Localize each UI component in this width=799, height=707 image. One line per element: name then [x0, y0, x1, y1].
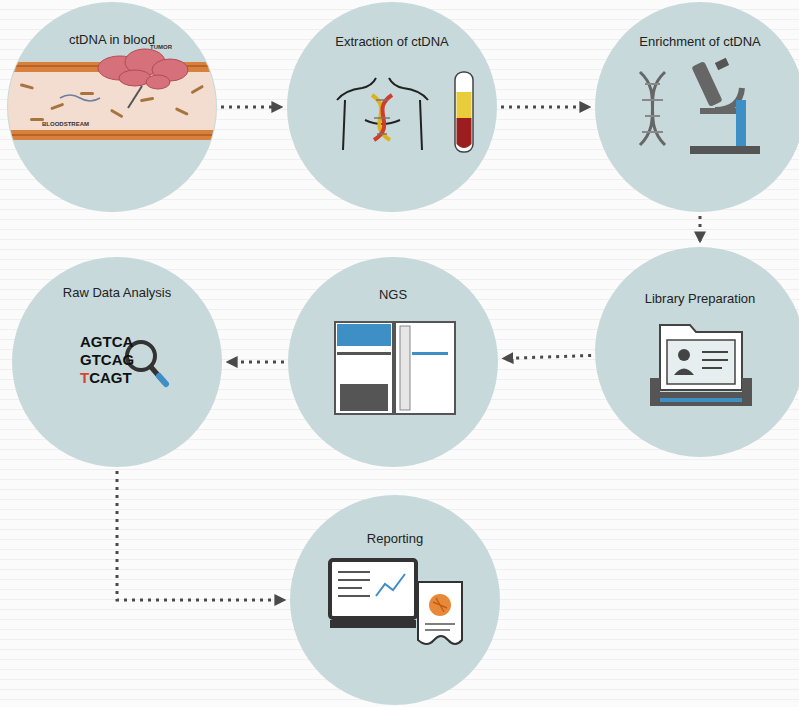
illustration-label: BLOODSTREAM	[42, 121, 89, 127]
sequence-text: AGTCA	[80, 334, 133, 349]
extraction-icon	[337, 72, 473, 152]
step-title: Reporting	[290, 531, 500, 546]
step-title: NGS	[288, 287, 498, 302]
library-icon	[650, 325, 752, 406]
report-icon	[330, 560, 462, 644]
process-circle: Enrichment of ctDNA	[595, 2, 799, 212]
dashed-arrow	[228, 361, 284, 364]
sequence-text: GTCAG	[80, 352, 134, 367]
dashed-arrow	[699, 216, 702, 241]
enrichment-icon	[640, 58, 760, 154]
sequencer-icon	[335, 322, 455, 414]
dashed-arrow	[221, 106, 281, 109]
dashed-arrow	[504, 356, 591, 359]
step-title: Library Preparation	[595, 291, 799, 306]
dashed-arrow	[117, 471, 284, 600]
blood-vessel	[0, 49, 230, 140]
sequence-text: TCAGT	[80, 370, 132, 385]
step-title: Extraction of ctDNA	[287, 34, 497, 49]
step-title: ctDNA in blood	[7, 32, 217, 47]
step-title: Enrichment of ctDNA	[595, 34, 799, 49]
step-title: Raw Data Analysis	[12, 285, 222, 300]
dashed-arrow	[501, 106, 589, 109]
illustration-label: TUMOR	[150, 44, 172, 50]
